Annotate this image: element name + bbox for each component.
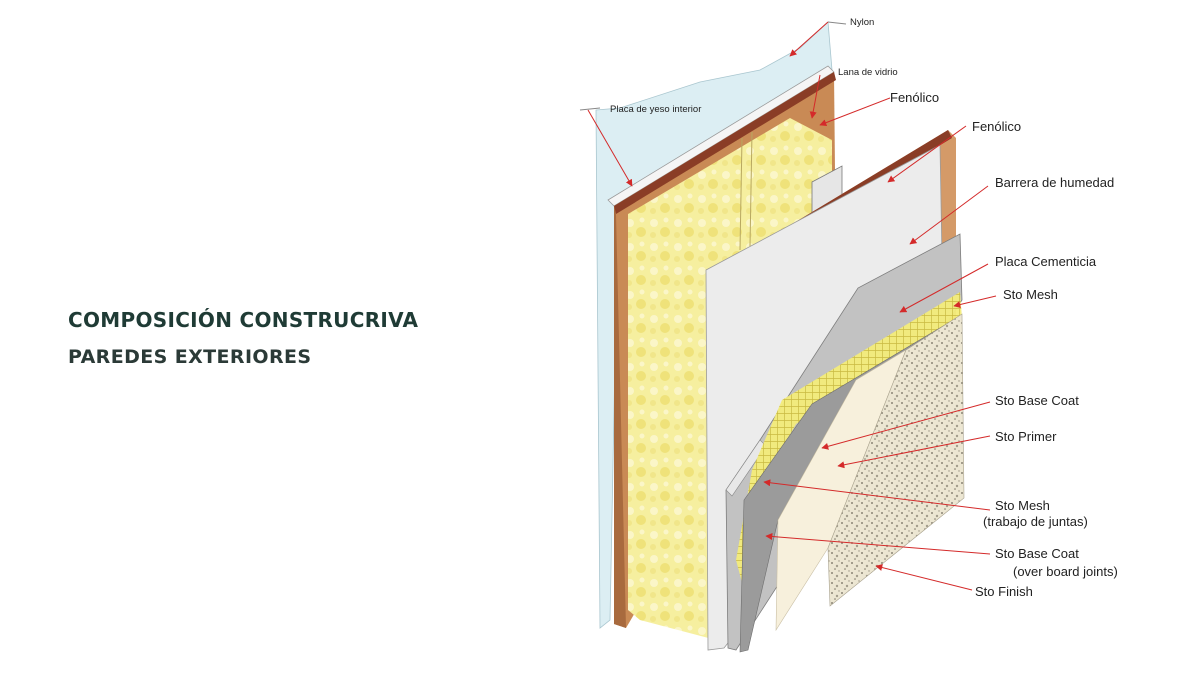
sto-mesh-layer xyxy=(736,292,962,590)
leader-lines xyxy=(579,21,997,591)
page-subtitle: PAREDES EXTERIORES xyxy=(68,346,312,368)
label-sto-finish: Sto Finish xyxy=(975,584,1033,599)
label-sto-mesh-joints: Sto Mesh xyxy=(995,498,1050,513)
label-lana-de-vidrio: Lana de vidrio xyxy=(838,67,898,78)
label-sto-base-coat-joints: Sto Base Coat xyxy=(995,546,1079,561)
insulation-layer xyxy=(628,118,832,640)
label-placa-cementicia: Placa Cementicia xyxy=(995,254,1097,269)
label-sto-mesh: Sto Mesh xyxy=(1003,287,1058,302)
sto-finish-layer xyxy=(827,313,965,607)
label-fenolico-front: Fenólico xyxy=(972,119,1021,134)
label-fenolico-back: Fenólico xyxy=(890,90,939,105)
label-sto-mesh-joints-sub: (trabajo de juntas) xyxy=(983,514,1088,529)
label-sto-primer: Sto Primer xyxy=(995,429,1057,444)
label-placa-yeso-interior: Placa de yeso interior xyxy=(610,104,701,115)
label-nylon: Nylon xyxy=(850,17,874,28)
page-title: COMPOSICIÓN CONSTRUCRIVA xyxy=(68,308,419,332)
label-sto-base-coat-joints-sub: (over board joints) xyxy=(1013,564,1118,579)
label-sto-base-coat: Sto Base Coat xyxy=(995,393,1079,408)
label-barrera-humedad: Barrera de humedad xyxy=(995,175,1114,190)
